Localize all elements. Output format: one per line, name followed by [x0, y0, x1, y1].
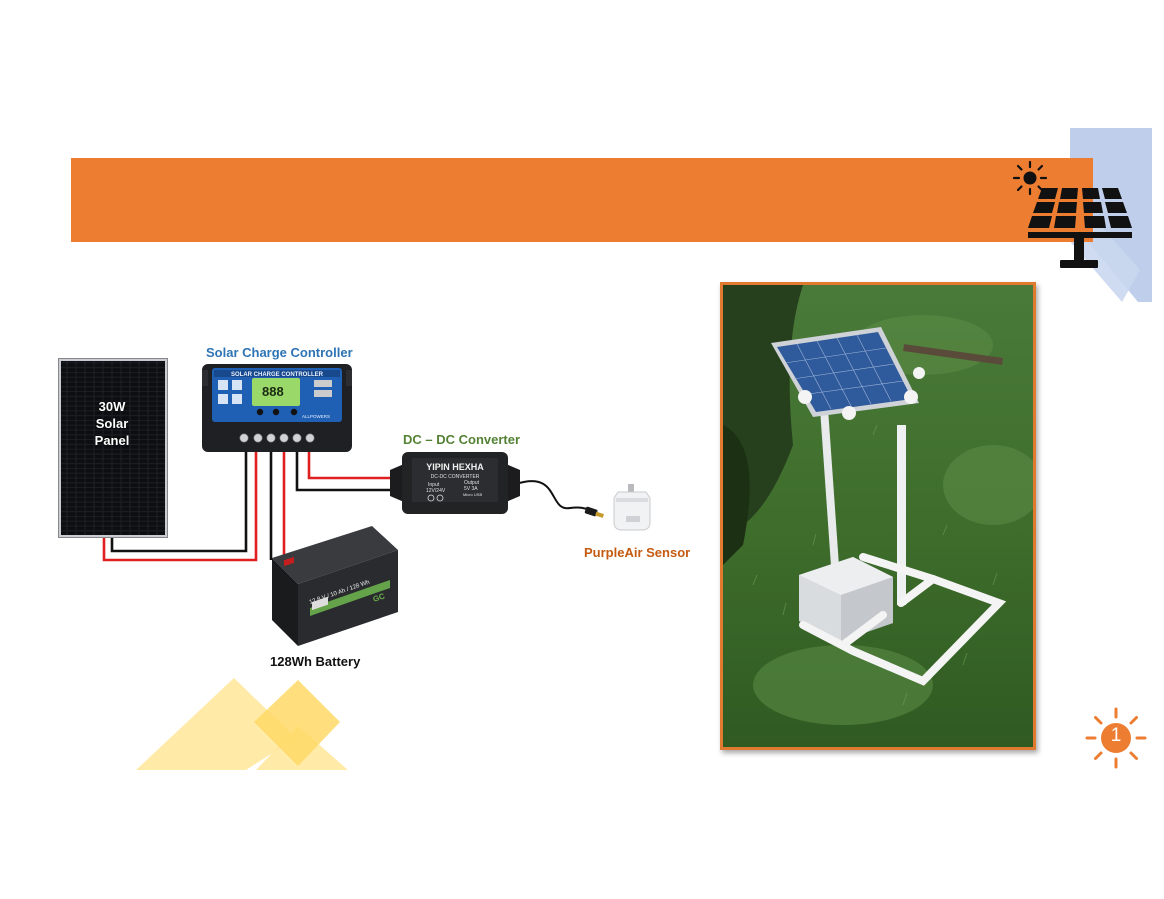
- solar-panel-label-line-2: Solar: [95, 416, 129, 431]
- installation-photo: [720, 282, 1036, 750]
- wire-panel-red: [102, 452, 258, 562]
- wiring: [102, 452, 597, 562]
- charge-controller-label: Solar Charge Controller: [206, 345, 353, 360]
- wire-load-red: [307, 452, 392, 480]
- purpleair-sensor-label: PurpleAir Sensor: [584, 545, 691, 560]
- battery-brand: GC: [372, 591, 386, 603]
- solar-panel-icon: [1028, 188, 1132, 268]
- wire-panel-black: [110, 452, 248, 553]
- sun-page-badge-icon: [1085, 707, 1147, 769]
- controller-display: 888: [262, 384, 284, 399]
- controller-device-text: SOLAR CHARGE CONTROLLER: [231, 372, 324, 378]
- converter-subtitle: DC-DC CONVERTER: [431, 474, 480, 480]
- converter-input: Input: [428, 482, 440, 488]
- page-number: 1: [1110, 725, 1122, 746]
- converter-output-type: Micro USB: [463, 492, 482, 497]
- installation-photo-illustration: [723, 285, 1033, 747]
- converter-input-voltage: 12V/24V: [426, 488, 446, 494]
- solar-panel: [58, 358, 168, 538]
- dc-converter-label: DC – DC Converter: [403, 432, 521, 447]
- sun-icon: [1012, 160, 1048, 196]
- dc-converter: YIPIN HEXHA DC-DC CONVERTER Input 12V/24…: [390, 452, 520, 514]
- purpleair-sensor: [613, 484, 651, 531]
- decor-yellow-triangles: [136, 678, 348, 770]
- solar-panel-label-line-1: 30W: [98, 399, 126, 414]
- converter-brand: YIPIN HEXHA: [426, 462, 484, 472]
- converter-output: Output: [464, 480, 480, 486]
- charge-controller: SOLAR CHARGE CONTROLLER 888 ALLPOWERS: [202, 364, 352, 452]
- battery-label: 128Wh Battery: [270, 654, 361, 669]
- solar-panel-label: 30W Solar Panel: [86, 398, 138, 449]
- title-bar: [71, 158, 1093, 242]
- battery: 12.8 V / 10 Ah / 128 Wh GC: [272, 526, 398, 646]
- usb-plug: [584, 506, 604, 518]
- controller-brand: ALLPOWERS: [302, 414, 330, 419]
- solar-panel-label-line-3: Panel: [94, 433, 130, 448]
- converter-output-voltage: 5V 3A: [464, 486, 478, 492]
- wire-load-black: [295, 452, 392, 492]
